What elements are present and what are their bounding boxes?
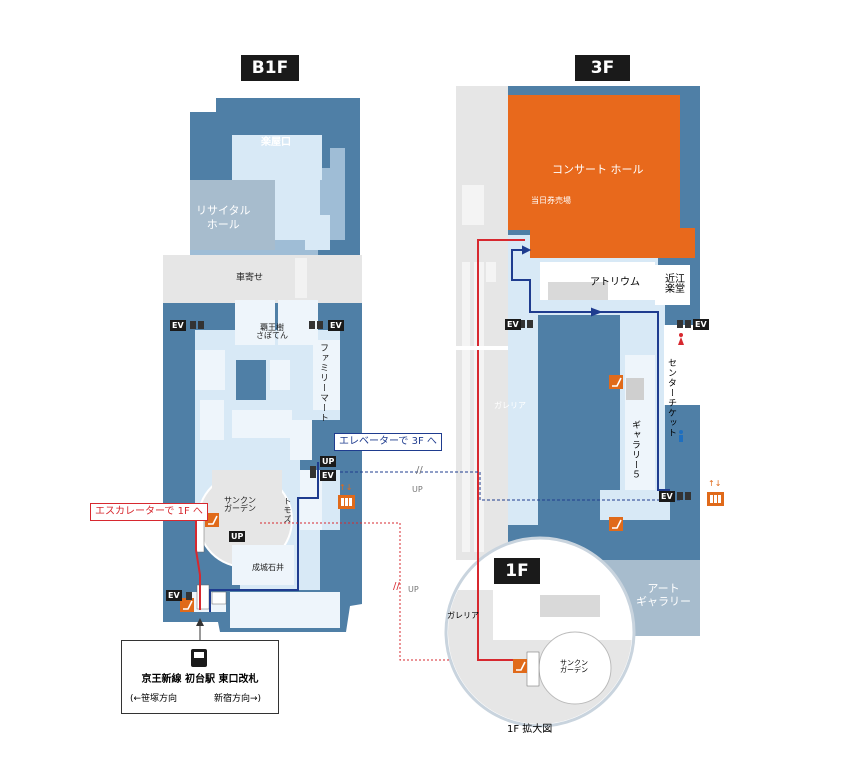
escalator-icon: [180, 598, 194, 612]
f1-sunken-line2: ガーデン: [560, 666, 588, 674]
omi-label: 近江 楽堂: [665, 275, 685, 295]
ev-badge: EV: [170, 320, 186, 331]
floor-tag-3f: 3F: [575, 55, 630, 81]
art-gallery-line2: ギャラリー: [636, 595, 691, 608]
ev-badge: EV: [328, 320, 344, 331]
up-label: UP: [412, 485, 423, 494]
ev-marker-icon: [186, 320, 691, 600]
seijo-ishii-label: 成城石井: [252, 563, 284, 572]
f1-caption: 1F 拡大図: [507, 724, 553, 735]
ticket-center-line2: センター: [666, 358, 676, 398]
blue-route: [209, 245, 670, 612]
ev-badge: EV: [505, 319, 521, 330]
gallery5-label: ギャラリー５: [630, 420, 640, 480]
ev-badge: EV: [659, 491, 675, 502]
restaurant-label: 覇王樹 さぼてん: [256, 324, 288, 340]
red-route: [195, 239, 525, 661]
art-gallery-line1: アート: [647, 582, 680, 595]
connector-lines: [260, 471, 680, 661]
restroom-men-icon: [679, 430, 683, 442]
f3-building: [456, 86, 700, 636]
svg-text:↑↓: ↑↓: [339, 483, 352, 492]
f1-sunken-garden-label: サンクン ガーデン: [560, 660, 588, 674]
ev-badge: EV: [166, 590, 182, 601]
recital-hall-line2: ホール: [206, 218, 240, 231]
station-name: 京王新線 初台駅 東口改札: [141, 674, 259, 685]
svg-text:↑↓: ↑↓: [708, 479, 721, 488]
floor-tag-b1f: B1F: [241, 55, 299, 81]
floor-tag-1f: 1F: [494, 558, 540, 584]
b1f-building: [163, 98, 362, 632]
station-pointer: [196, 618, 204, 640]
recital-hall-label: リサイタル ホール: [196, 205, 251, 230]
sunken-garden-label: サンクン ガーデン: [224, 497, 256, 513]
escalator-icon: [609, 517, 623, 531]
train-icon: [191, 649, 207, 667]
tomoz-label: トモズ: [283, 497, 292, 524]
gakuya-label: 楽屋口: [261, 137, 291, 148]
art-gallery-label: アート ギャラリー: [636, 583, 691, 607]
ev-badge: EV: [693, 319, 709, 330]
escalator-icon: [513, 659, 527, 673]
concert-hall-label: コンサート ホール: [552, 163, 644, 176]
omi-line1: 近江: [665, 274, 685, 285]
family-mart-label: ファミリーマート: [318, 343, 328, 423]
elevator-icon: ↑↓: [338, 483, 355, 509]
galleria-label: ガレリア: [494, 401, 526, 410]
escalator-callout: エスカレーターで 1F へ: [90, 503, 208, 521]
elevator-callout: エレベーターで 3F へ: [334, 433, 442, 451]
restaurant-line1: 覇王樹: [260, 323, 284, 332]
elevator-icon: ↑↓: [707, 479, 724, 506]
break-mark: //: [393, 581, 400, 592]
escalator-icon: [609, 375, 623, 389]
station-right-dir: 新宿方向→): [214, 694, 262, 704]
station-box: 京王新線 初台駅 東口改札 (←笹塚方向 新宿方向→): [121, 640, 279, 714]
escalator-icon: [205, 513, 219, 527]
ticket-center-label: チケット センター: [666, 358, 676, 438]
break-mark: //: [416, 465, 423, 476]
station-left-dir: (←笹塚方向: [130, 694, 178, 704]
sunken-garden-line2: ガーデン: [224, 504, 256, 513]
up-badge: UP: [229, 531, 246, 542]
f1-galleria-label: ガレリア: [447, 611, 479, 620]
up-badge: UP: [320, 456, 337, 467]
atrium-label: アトリウム: [590, 277, 640, 288]
drop-off-label: 車寄せ: [236, 273, 264, 283]
ev-badge: EV: [320, 470, 336, 481]
ticket-center-line1: チケット: [666, 398, 676, 438]
restroom-women-icon: [678, 333, 684, 345]
omi-line2: 楽堂: [665, 284, 685, 295]
ticket-booth-label: 当日券売場: [531, 196, 571, 205]
up-label: UP: [408, 585, 419, 594]
f1-sunken-line1: サンクン: [560, 659, 588, 667]
sunken-garden-line1: サンクン: [224, 496, 256, 505]
restaurant-line2: さぼてん: [256, 331, 288, 340]
recital-hall-line1: リサイタル: [196, 204, 251, 217]
